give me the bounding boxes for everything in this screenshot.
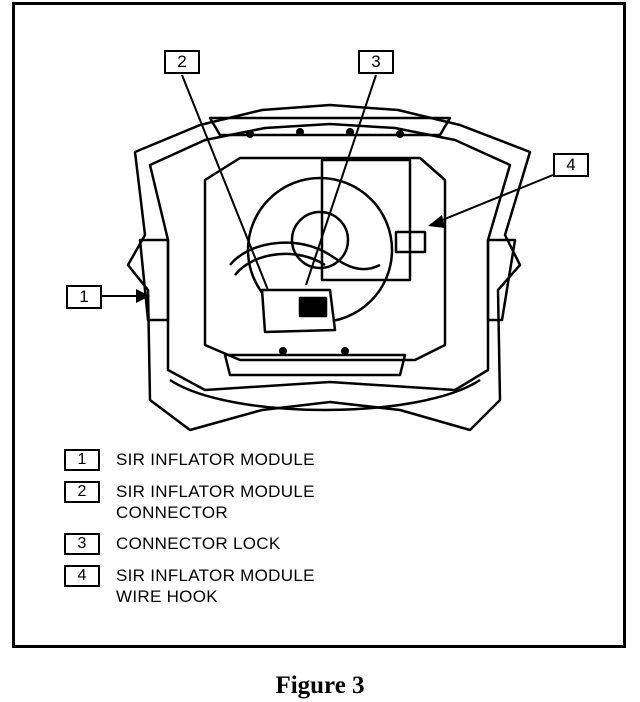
legend-item: 4 SIR INFLATOR MODULE WIRE HOOK — [64, 565, 315, 607]
bolt — [346, 128, 354, 136]
legend: 1 SIR INFLATOR MODULE 2 SIR INFLATOR MOD… — [64, 449, 315, 617]
callout-2: 2 — [164, 50, 200, 74]
wire-hook — [394, 230, 427, 254]
legend-number: 3 — [64, 533, 100, 555]
bolt — [279, 347, 287, 355]
horn-hub — [290, 210, 350, 270]
figure-caption: Figure 3 — [275, 672, 365, 699]
bottom-rail — [223, 353, 407, 377]
wire-harness-2 — [234, 252, 326, 276]
leader-line-4 — [429, 174, 554, 226]
wire-harness — [229, 241, 381, 271]
legend-number: 4 — [64, 565, 100, 587]
connector-lock — [298, 296, 328, 318]
legend-number: 2 — [64, 481, 100, 503]
leader-line-2 — [181, 74, 269, 291]
callout-1: 1 — [66, 285, 102, 309]
arrowhead-1 — [136, 289, 150, 303]
legend-label: SIR INFLATOR MODULE — [116, 450, 315, 469]
reinforcement-panel — [320, 158, 412, 282]
callout-3: 3 — [358, 50, 394, 74]
callout-4: 4 — [553, 153, 589, 177]
top-rail — [208, 116, 452, 137]
housing-cavity — [203, 156, 447, 362]
module-outer-shell — [126, 103, 532, 432]
leader-line-3 — [305, 74, 377, 286]
bolt — [296, 128, 304, 136]
legend-label: SIR INFLATOR MODULE CONNECTOR — [116, 482, 315, 522]
legend-label: SIR INFLATOR MODULE WIRE HOOK — [116, 566, 315, 606]
legend-number: 1 — [64, 449, 100, 471]
bolt — [246, 130, 254, 138]
right-flap — [486, 238, 517, 322]
left-flap — [138, 238, 170, 322]
lower-base — [169, 378, 481, 412]
bolt — [341, 347, 349, 355]
arrowhead-4 — [428, 215, 445, 228]
figure-border — [12, 2, 626, 648]
legend-label: CONNECTOR LOCK — [116, 534, 281, 553]
legend-item: 3 CONNECTOR LOCK — [64, 533, 315, 555]
legend-item: 2 SIR INFLATOR MODULE CONNECTOR — [64, 481, 315, 523]
bolt — [396, 130, 404, 138]
legend-item: 1 SIR INFLATOR MODULE — [64, 449, 315, 471]
